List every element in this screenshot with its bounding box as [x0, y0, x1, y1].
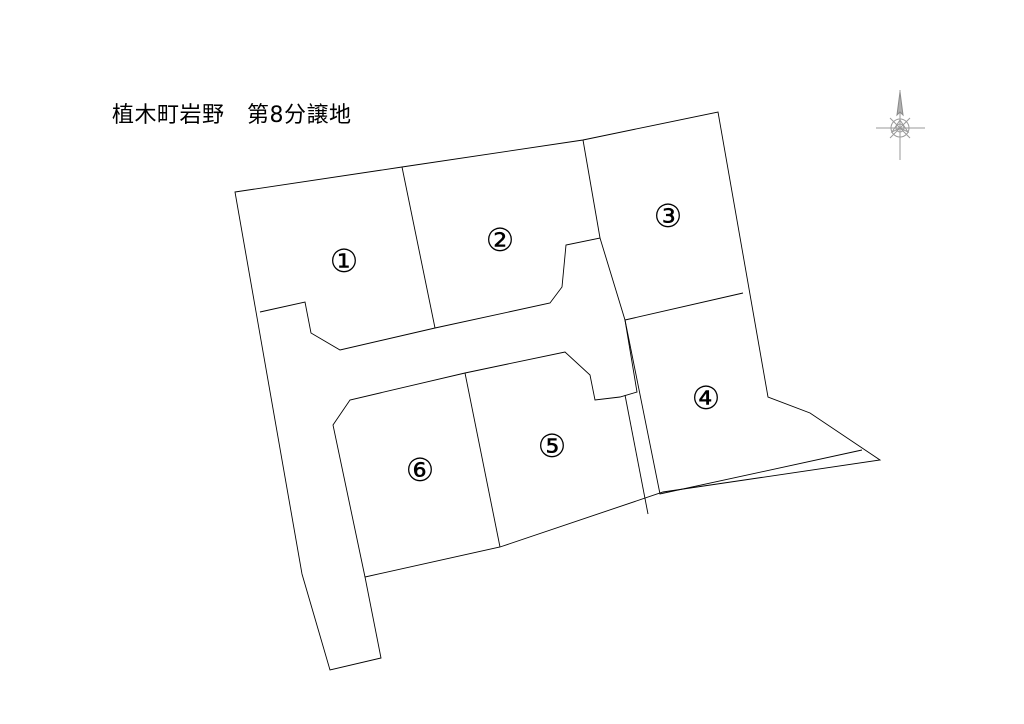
- lot-3-4-boundary: [624, 292, 744, 321]
- access-road: [259, 237, 638, 578]
- lot-label: ④: [692, 379, 721, 417]
- map-title: 植木町岩野 第8分譲地: [112, 103, 352, 128]
- site-outer-boundary: [234, 111, 882, 671]
- lot-label: ⑥: [406, 451, 435, 489]
- lot-5-east-boundary: [624, 394, 649, 515]
- north-arrow-compass-icon: [876, 90, 925, 160]
- lot-5-6-boundary: [464, 372, 501, 548]
- lot-label: ①: [330, 242, 359, 280]
- lot-1-2-boundary: [401, 166, 436, 329]
- lot-label: ⑤: [538, 427, 567, 465]
- lot-label: ②: [486, 221, 515, 259]
- lot-4-boundary: [624, 319, 863, 495]
- lot-label: ③: [654, 197, 683, 235]
- lot-2-3-boundary: [582, 139, 601, 239]
